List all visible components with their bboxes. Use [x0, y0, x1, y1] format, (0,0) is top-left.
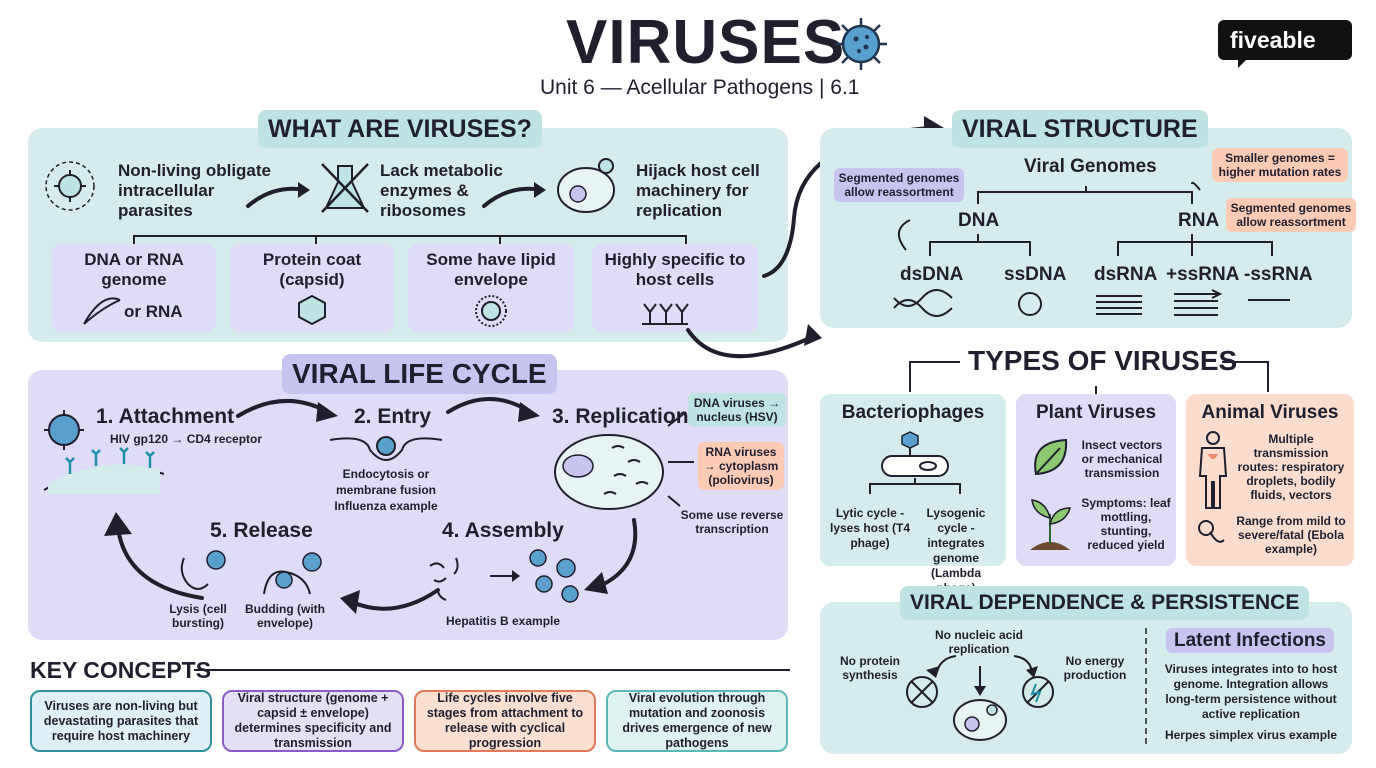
fact-2-text: Lack metabolic enzymes & ribosomes — [380, 161, 503, 220]
concept-card-3-text: Life cycles involve five stages from att… — [426, 691, 584, 750]
dependence-diagram — [906, 655, 1054, 741]
dna-route-note: DNA viruses → nucleus (HSV) — [688, 393, 786, 427]
rna-route-note: RNA viruses → cytoplasm (poliovirus) — [698, 442, 784, 490]
host-cell-icon — [557, 158, 615, 213]
fact-arrow-1 — [246, 182, 310, 208]
genome-root: Viral Genomes — [1024, 156, 1157, 177]
feature-envelope: Some have lipid envelope — [408, 244, 574, 332]
latent-text: Viruses integrates into to host genome. … — [1164, 662, 1338, 721]
dep-no-protein: No protein synthesis — [840, 654, 900, 682]
concept-card-3: Life cycles involve five stages from att… — [414, 690, 596, 752]
receptor-icon — [642, 303, 689, 325]
release-budding: Budding (with envelope) — [245, 602, 325, 630]
fact-3-text: Hijack host cell machinery for replicati… — [636, 161, 760, 220]
cycle-arrow-4-5 — [340, 588, 440, 614]
dependence-panel — [820, 602, 1352, 754]
branch-dna: DNA — [958, 210, 1000, 231]
leaf-ssdna: ssDNA — [1004, 264, 1067, 285]
replication-icon — [554, 434, 664, 510]
sprout-icon — [1030, 499, 1071, 550]
latent-heading: Latent Infections — [1166, 628, 1334, 653]
cycle-arrow-5-1 — [104, 512, 204, 600]
crossed-flask-icon — [321, 163, 369, 213]
concept-card-1-text: Viruses are non-living but devastating p… — [43, 698, 199, 743]
life-cycle-heading: VIRAL LIFE CYCLE — [282, 354, 557, 394]
type-animal-viruses: Animal Viruses Multiple transmission rou… — [1186, 394, 1354, 566]
leaf-icon — [1034, 438, 1068, 476]
step-3-title: 3. Replication — [552, 405, 689, 428]
concept-card-2-text: Viral structure (genome + capsid ± envel… — [234, 691, 392, 750]
envelope-icon — [475, 295, 507, 327]
capsid-icon — [298, 294, 326, 326]
fact-1-text: Non-living obligate intracellular parasi… — [118, 161, 271, 220]
key-concepts-rule — [194, 669, 790, 671]
dna-icon — [83, 297, 121, 325]
feature-genome: DNA or RNA genome or RNA — [52, 244, 216, 332]
types-heading: TYPES OF VIRUSES — [968, 345, 1238, 376]
phage-branch — [869, 478, 961, 494]
cycle-arrow-2-3 — [446, 397, 540, 422]
entry-icon — [329, 436, 443, 461]
step-1-title: 1. Attachment — [96, 405, 235, 428]
virus-icon — [45, 161, 95, 211]
genome-shapes — [893, 289, 1290, 317]
leaf-plus-ssrna: +ssRNA — [1166, 264, 1240, 285]
note-segmented-left: Segmented genomes allow reassortment — [834, 168, 964, 202]
step-2-detail: Endocytosis or membrane fusion Influenza… — [334, 467, 438, 513]
leaf-dsrna: dsRNA — [1094, 264, 1158, 285]
leaf-dsdna: dsDNA — [900, 264, 964, 285]
step-1-detail: HIV gp120 → CD4 receptor — [110, 432, 263, 446]
step-4-detail: Hepatitis B example — [446, 614, 561, 628]
dependence-heading: VIRAL DEPENDENCE & PERSISTENCE — [900, 586, 1310, 620]
release-lysis: Lysis (cell bursting) — [169, 602, 227, 630]
concept-card-4: Viral evolution through mutation and zoo… — [606, 690, 788, 752]
step-2-title: 2. Entry — [354, 405, 432, 428]
genome-tree — [898, 181, 1273, 256]
human-icon — [1198, 431, 1228, 509]
key-concepts-heading: KEY CONCEPTS — [30, 657, 212, 683]
page-title: VIRUSES — [566, 8, 846, 77]
virus-title-icon — [835, 18, 887, 70]
viral-structure-heading: VIRAL STRUCTURE — [952, 110, 1208, 148]
replication-pointers — [667, 411, 694, 507]
branch-rna: RNA — [1178, 210, 1220, 231]
dep-no-nucleic: No nucleic acid replication — [934, 628, 1024, 656]
type-plant-viruses: Plant Viruses Insect vectors or mechanic… — [1016, 394, 1176, 566]
feature-specificity: Highly specific to host cells — [592, 244, 758, 332]
virus-strand-icon — [1198, 520, 1225, 543]
concept-card-4-text: Viral evolution through mutation and zoo… — [622, 691, 772, 750]
brand-logo[interactable]: fiveable — [1218, 20, 1352, 68]
latent-example: Herpes simplex virus example — [1164, 728, 1338, 742]
cycle-arrow-1-2 — [236, 399, 338, 422]
what-are-viruses-heading: WHAT ARE VIRUSES? — [258, 110, 542, 148]
life-cycle-panel — [28, 370, 788, 640]
dependence-divider — [1145, 628, 1147, 748]
note-mutation-rate: Smaller genomes = higher mutation rates — [1212, 148, 1348, 182]
fact-arrow-2 — [482, 182, 546, 208]
feature-capsid: Protein coat (capsid) — [230, 244, 394, 332]
brand-text: fiveable — [1230, 27, 1316, 53]
type-bacteriophages: Bacteriophages Lytic cycle - lyses host … — [820, 394, 1006, 595]
release-icon — [180, 550, 322, 595]
types-bracket — [909, 361, 1269, 396]
page-subtitle: Unit 6 — Acellular Pathogens | 6.1 — [540, 76, 860, 99]
assembly-icon — [429, 549, 579, 603]
reverse-transcription-note: Some use reverse transcription — [680, 508, 784, 536]
concept-card-2: Viral structure (genome + capsid ± envel… — [222, 690, 404, 752]
phage-icon — [881, 431, 949, 477]
leaf-minus-ssrna: -ssRNA — [1244, 264, 1313, 285]
concept-card-1: Viruses are non-living but devastating p… — [30, 690, 212, 752]
cycle-arrow-3-4 — [584, 518, 638, 594]
dep-no-energy: No energy production — [1063, 654, 1127, 682]
step-4-title: 4. Assembly — [442, 519, 564, 542]
attachment-icon — [43, 410, 165, 494]
step-5-title: 5. Release — [210, 519, 313, 542]
note-segmented-right: Segmented genomes allow reassortment — [1226, 198, 1356, 232]
